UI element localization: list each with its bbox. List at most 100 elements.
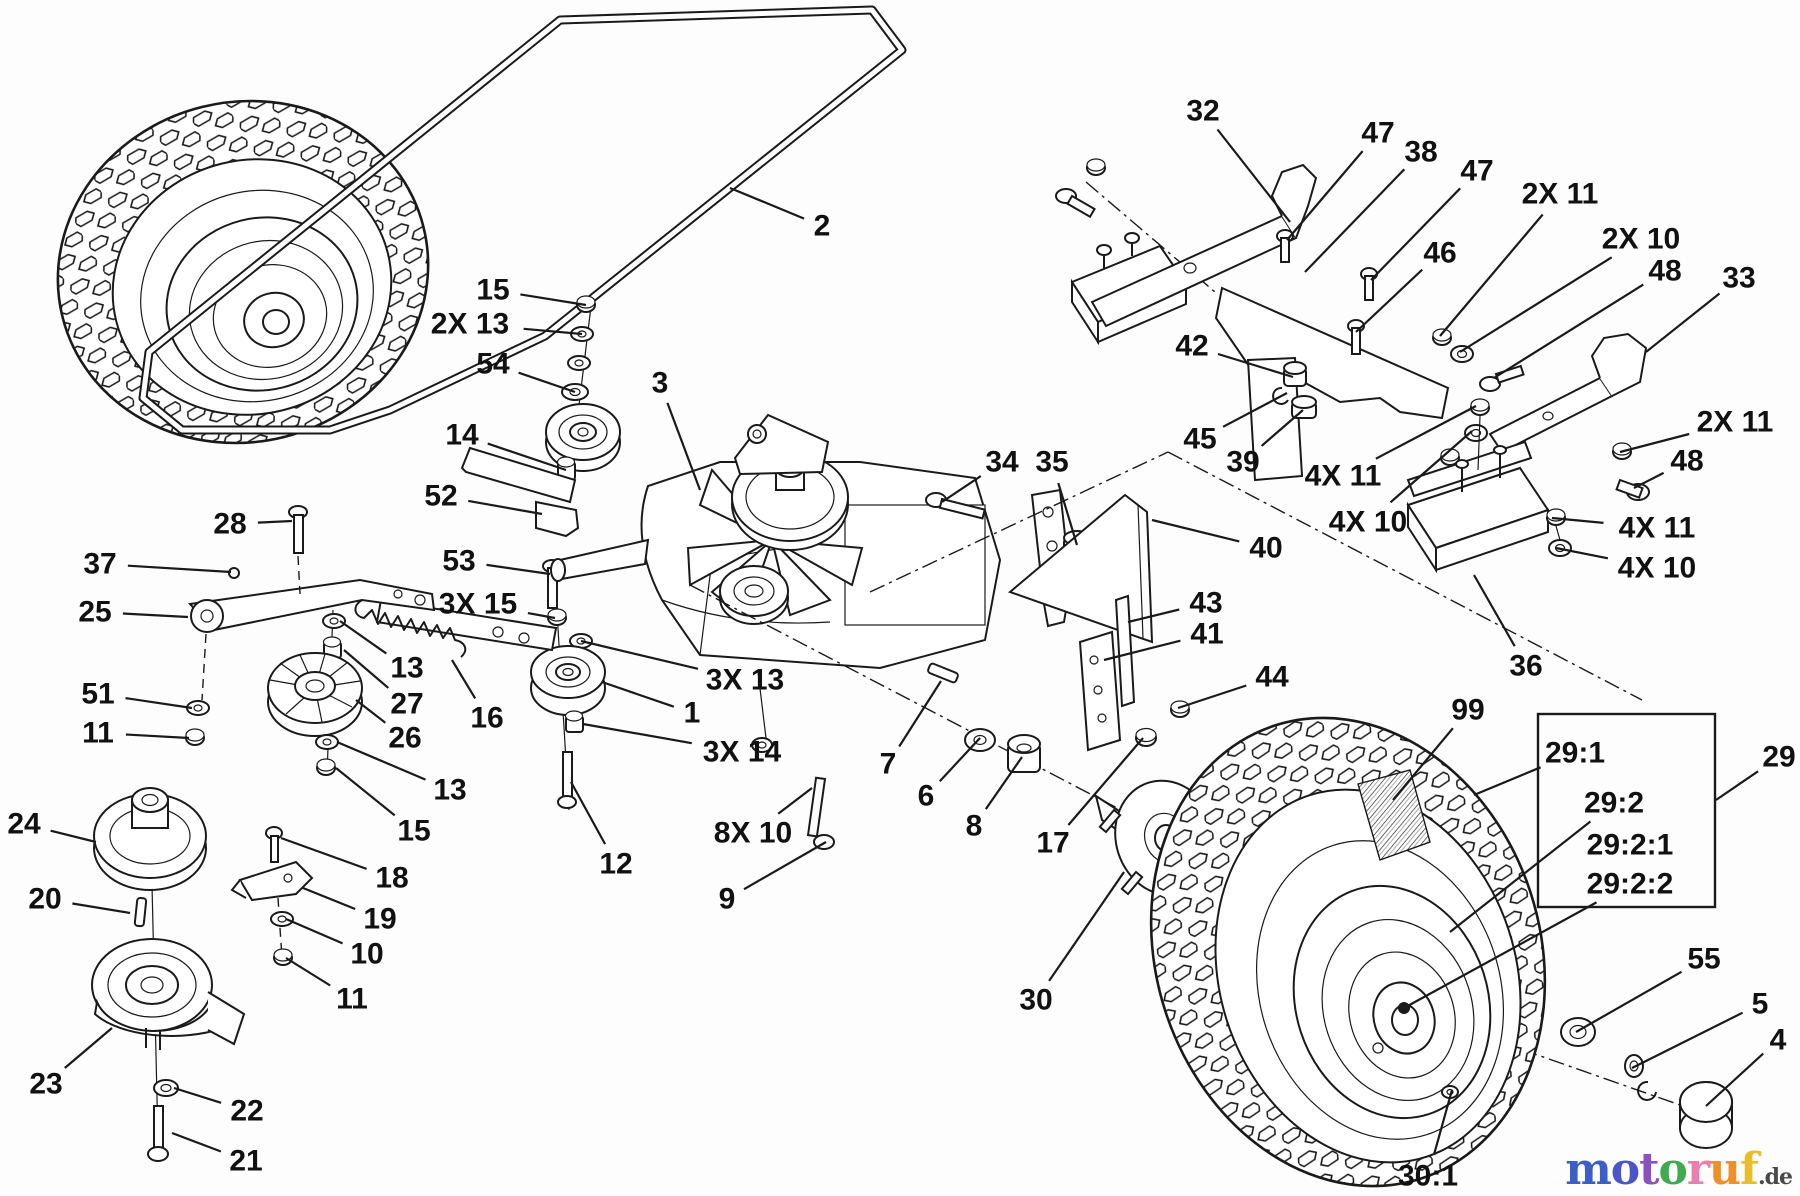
callout-29:2:1: 29:2:1	[1587, 829, 1674, 862]
leader-line-47	[1370, 187, 1461, 281]
leader-line-37	[127, 564, 232, 574]
washer-9col	[751, 737, 773, 753]
sleeve-39	[1291, 395, 1317, 419]
leader-line-5	[1631, 1011, 1744, 1069]
nut-15b	[316, 758, 336, 776]
callout-34: 34	[985, 446, 1019, 479]
callout-13: 13	[390, 652, 423, 685]
leader-line-22	[173, 1086, 222, 1104]
bolt-12	[557, 751, 577, 809]
tread-patch-99	[1357, 769, 1431, 861]
leader-line-2X-11	[1619, 432, 1690, 454]
leader-line-30:1	[1432, 1089, 1454, 1155]
leader-line-55	[1575, 970, 1683, 1033]
bracket-19	[238, 860, 314, 902]
leader-line-3	[666, 402, 702, 491]
set-screw-37	[228, 567, 240, 579]
watermark-letter: o	[1610, 1144, 1640, 1195]
callout-29: 29	[1762, 741, 1795, 774]
bolt-18	[265, 826, 283, 863]
leader-line-30	[1048, 871, 1125, 982]
bracket-33	[1488, 376, 1614, 454]
leader-line-29:1	[1473, 766, 1542, 797]
washer-13b	[567, 355, 591, 371]
shield-plates	[1008, 493, 1190, 752]
key-20	[133, 896, 148, 928]
leader-line-48	[1633, 471, 1665, 489]
clip-5	[1637, 1080, 1657, 1101]
leader-line-4X-10	[1555, 546, 1609, 560]
leader-line-35	[1057, 482, 1079, 546]
spacer-8	[1007, 734, 1041, 773]
leader-line-6	[938, 737, 981, 782]
callout-33: 33	[1722, 262, 1755, 295]
watermark-letter: o	[1658, 1144, 1687, 1195]
callout-22: 22	[230, 1095, 263, 1128]
nut-11b	[273, 948, 293, 966]
leader-line-47	[1286, 150, 1364, 241]
callout-7: 7	[880, 748, 897, 781]
callout-3X-14: 3X 14	[703, 736, 782, 769]
drive-belt	[138, 5, 907, 435]
leader-line-21	[171, 1131, 222, 1153]
callout-20: 20	[28, 883, 61, 916]
idler-arm-plate	[460, 446, 577, 504]
callout-38: 38	[1404, 136, 1437, 169]
callout-8: 8	[966, 810, 983, 843]
washer-10	[270, 911, 294, 927]
leader-line-28	[257, 519, 293, 524]
top-bracket	[733, 413, 830, 476]
leader-line-4X-10	[1389, 430, 1473, 504]
callout-39: 39	[1226, 446, 1259, 479]
leader-line-3X-14	[582, 722, 692, 745]
leader-line-29:2:2	[1403, 901, 1598, 1009]
callout-99: 99	[1451, 694, 1484, 727]
leader-line-45	[1222, 392, 1288, 428]
leader-line-51	[125, 697, 193, 710]
callout-11: 11	[82, 717, 114, 750]
leader-line-4X-11	[1551, 516, 1604, 524]
leader-line-27	[343, 649, 390, 689]
frame-bar-38	[1214, 286, 1450, 420]
leader-line-13	[339, 620, 387, 655]
leader-line-38	[1304, 168, 1406, 273]
callout-3: 3	[652, 367, 669, 400]
spring-16	[354, 599, 467, 658]
callout-9: 9	[719, 883, 736, 916]
callout-1: 1	[684, 697, 701, 730]
clutch-group	[91, 787, 246, 1162]
callout-26: 26	[388, 722, 421, 755]
callout-32: 32	[1186, 95, 1219, 128]
leader-line-43	[1127, 608, 1180, 624]
callout-29:2: 29:2	[1584, 787, 1644, 820]
key-7	[927, 662, 959, 684]
callout-48: 48	[1648, 255, 1681, 288]
washer-2x10	[1450, 345, 1474, 363]
callout-4X-11: 4X 11	[1305, 460, 1382, 493]
leader-line-12	[570, 781, 607, 845]
support-plate	[1246, 356, 1304, 482]
callout-51: 51	[81, 678, 114, 711]
clutch-23	[91, 938, 246, 1050]
callout-30: 30	[1019, 984, 1052, 1017]
leader-line-34	[941, 475, 982, 503]
callout-2X-11: 2X 11	[1697, 406, 1774, 439]
callout-16: 16	[470, 702, 503, 735]
nut-11	[185, 728, 205, 746]
rear-wheel	[1149, 716, 1733, 1188]
callout-18: 18	[375, 862, 408, 895]
leader-line-2X-13	[523, 327, 583, 336]
callout-14: 14	[445, 419, 479, 452]
cap-4	[1679, 1081, 1733, 1149]
callout-37: 37	[83, 548, 116, 581]
callout-42: 42	[1175, 330, 1208, 363]
bolt-47b	[1360, 267, 1378, 301]
callout-2X-13: 2X 13	[431, 308, 509, 341]
callout-11: 11	[336, 983, 368, 1016]
callout-4X-11: 4X 11	[1619, 512, 1696, 545]
leader-line-23	[64, 1027, 113, 1069]
leader-line-41	[1103, 639, 1181, 662]
loose-bolt	[1055, 188, 1096, 219]
